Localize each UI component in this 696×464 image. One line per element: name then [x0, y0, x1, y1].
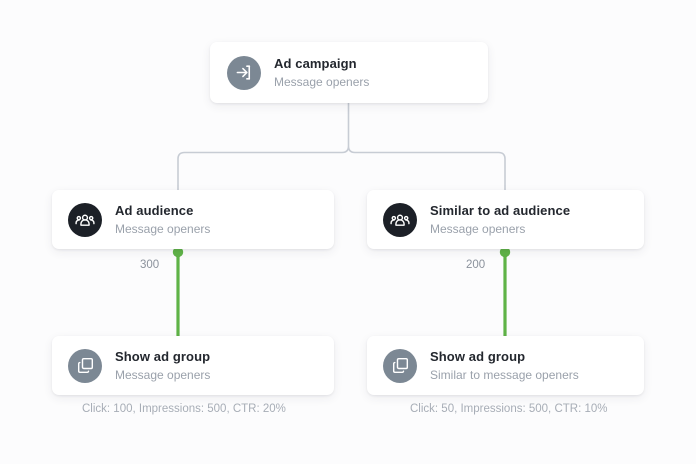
node-subtitle: Similar to message openers	[430, 367, 579, 382]
edge-label-left: 300	[140, 259, 160, 271]
copy-layers-icon	[383, 348, 417, 383]
node-text: Ad campaign Message openers	[274, 56, 369, 90]
node-title: Similar to ad audience	[430, 202, 571, 218]
node-title: Show ad group	[115, 348, 211, 364]
node-show-ad-group-right[interactable]: Show ad group Similar to message openers	[367, 336, 644, 395]
node-similar-to-ad-audience[interactable]: Similar to ad audience Message openers	[367, 190, 644, 249]
copy-layers-icon	[68, 348, 102, 383]
stat-caption-left: Click: 100, Impressions: 500, CTR: 20%	[82, 403, 286, 415]
people-group-icon	[383, 202, 417, 237]
node-text: Show ad group Similar to message openers	[430, 349, 579, 383]
node-ad-audience[interactable]: Ad audience Message openers	[52, 190, 334, 249]
edge-audience-right-to-adgroup-right	[499, 246, 511, 336]
node-subtitle: Message openers	[430, 221, 526, 236]
node-subtitle: Message openers	[115, 221, 211, 236]
node-subtitle: Message openers	[274, 74, 370, 89]
node-text: Ad audience Message openers	[115, 203, 210, 237]
node-title: Show ad group	[430, 348, 526, 364]
node-title: Ad campaign	[274, 55, 357, 71]
sign-in-icon	[227, 55, 261, 90]
node-text: Show ad group Message openers	[115, 349, 210, 383]
node-show-ad-group-left[interactable]: Show ad group Message openers	[52, 336, 334, 395]
stat-caption-right: Click: 50, Impressions: 500, CTR: 10%	[410, 403, 608, 415]
edge-campaign-to-audiences	[177, 102, 506, 191]
node-title: Ad audience	[115, 202, 194, 218]
edge-label-right: 200	[466, 259, 486, 271]
edge-audience-left-to-adgroup-left	[172, 246, 184, 336]
node-subtitle: Message openers	[115, 367, 211, 382]
node-ad-campaign[interactable]: Ad campaign Message openers	[210, 42, 488, 103]
people-group-icon	[68, 202, 102, 237]
node-text: Similar to ad audience Message openers	[430, 203, 570, 237]
